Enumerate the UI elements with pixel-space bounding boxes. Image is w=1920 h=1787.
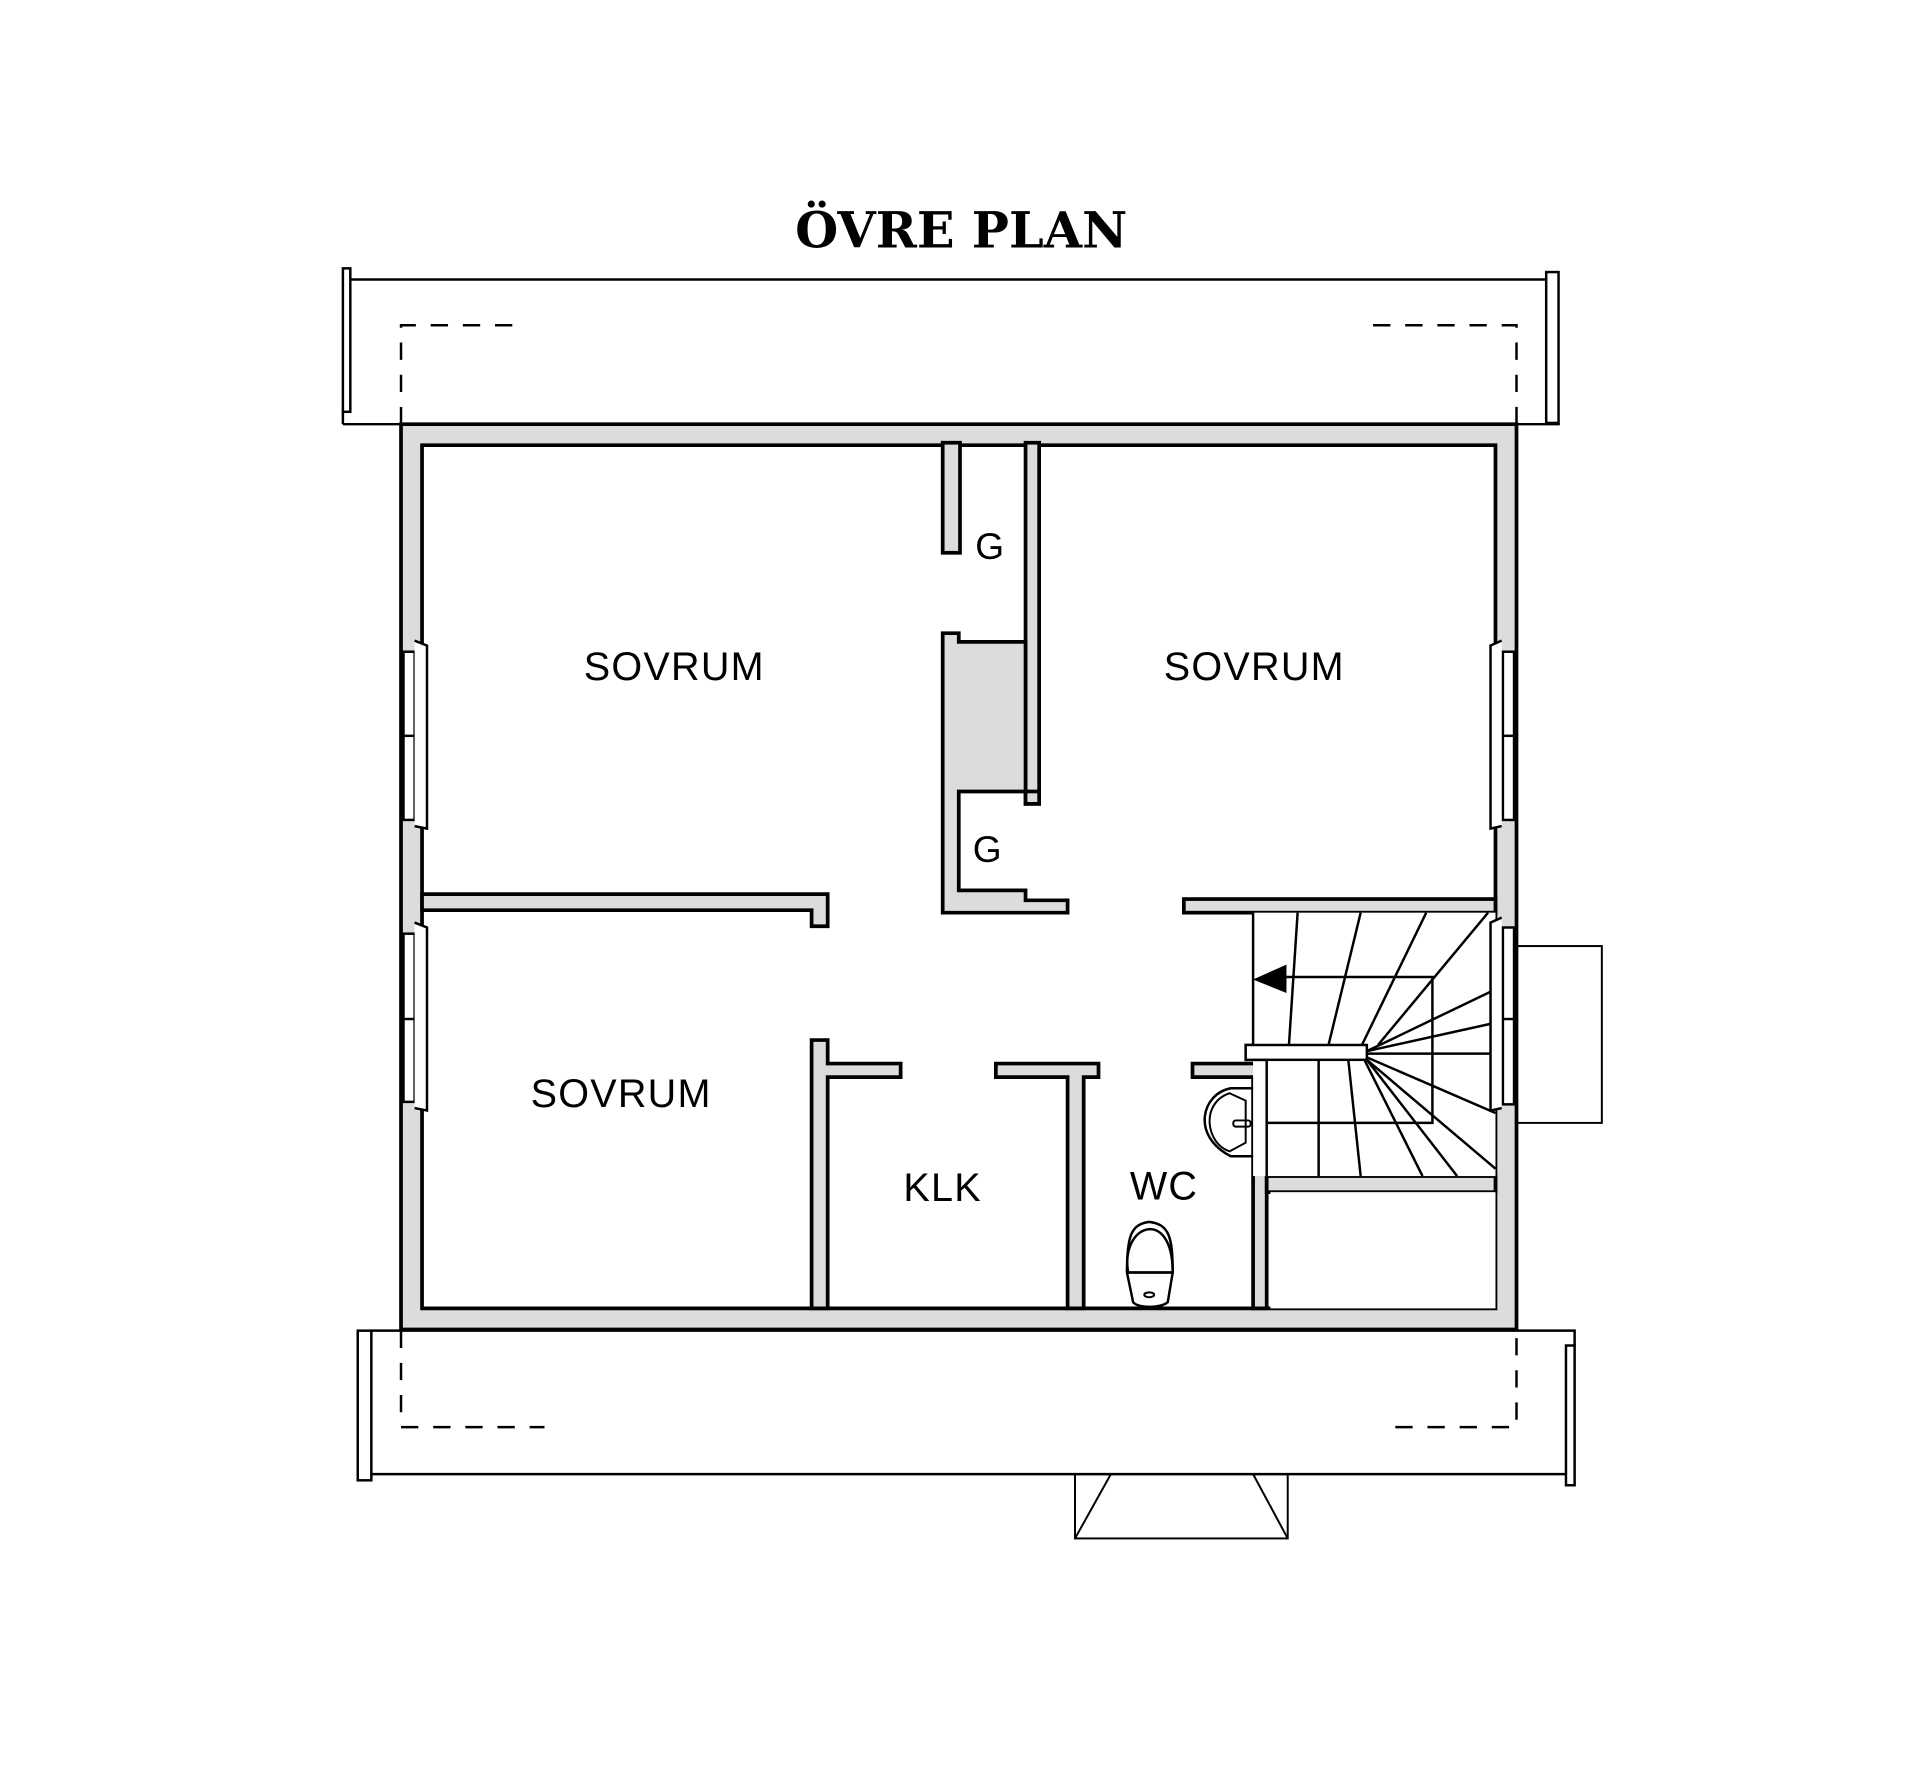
sink-icon — [1203, 1087, 1254, 1158]
window-right-upper — [1489, 639, 1516, 831]
window-left-upper — [402, 639, 429, 831]
window-left-lower — [402, 921, 429, 1113]
room-label-bedroom-top-left: SOVRUM — [584, 645, 765, 689]
room-label-closet-bottom: G — [973, 828, 1002, 870]
interior-walls — [420, 440, 1498, 1311]
roof-bottom — [356, 1329, 1576, 1487]
storage — [1270, 1192, 1496, 1309]
roof-top — [341, 267, 1560, 426]
side-bay — [1515, 945, 1603, 1124]
window-right-lower — [1489, 916, 1516, 1113]
room-label-bedroom-top-right: SOVRUM — [1164, 645, 1345, 689]
room-label-closet-top: G — [975, 525, 1004, 567]
room-label-klk: KLK — [903, 1166, 982, 1210]
staircase — [1244, 911, 1497, 1177]
room-label-bedroom-bottom-left: SOVRUM — [531, 1072, 712, 1116]
plan-title: ÖVRE PLAN — [795, 199, 1127, 259]
entry-porch — [1074, 1473, 1289, 1540]
toilet-icon — [1125, 1220, 1175, 1309]
room-label-wc: WC — [1130, 1165, 1198, 1209]
